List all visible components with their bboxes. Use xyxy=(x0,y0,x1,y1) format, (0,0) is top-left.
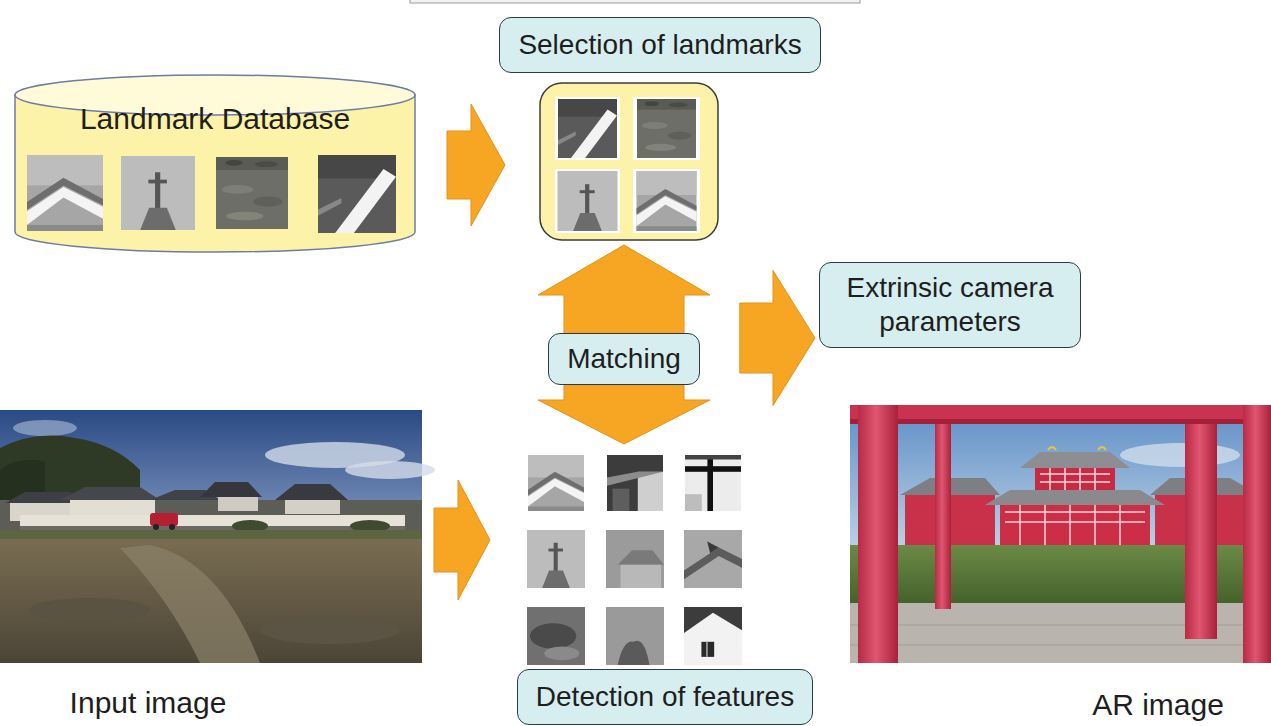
cut-off-slide-title-frame-part xyxy=(410,0,860,3)
feature-patch-grid-part xyxy=(684,530,742,588)
database-cylinder-shape-part xyxy=(15,95,415,252)
caption-holder: Selection of landmarks xyxy=(499,17,820,73)
node-label: Matching xyxy=(567,342,681,376)
ar-photo-scene-part xyxy=(1005,505,1145,547)
block-arrow xyxy=(740,271,815,406)
selected-landmark-panel-shape-part xyxy=(637,171,697,231)
ar-photo-scene-part xyxy=(850,405,1271,419)
input-photo: Input image xyxy=(0,410,422,663)
caption-holder: Detection of features xyxy=(517,669,813,725)
block-arrow xyxy=(538,245,710,333)
ar-photo-scene xyxy=(850,405,1271,663)
input-photo-scene-part xyxy=(20,515,405,527)
input-photo-scene-part xyxy=(169,524,175,530)
block-arrow xyxy=(538,385,710,444)
feature-patch-grid-part xyxy=(528,455,584,511)
input-photo-scene-part xyxy=(218,497,258,511)
selected-landmark-panel-shape-part xyxy=(633,97,700,160)
process-box: Matching xyxy=(548,333,700,385)
ar-photo-scene-part xyxy=(1185,424,1217,639)
ar-photo-scene-part xyxy=(1020,452,1130,468)
ar-photo: AR image xyxy=(850,405,1271,663)
ar-photo-scene-part xyxy=(850,419,1271,424)
input-photo-scene-part xyxy=(13,420,77,436)
caption-holder: Input image xyxy=(66,683,231,723)
selected-landmark-panel-shape-part xyxy=(637,99,696,158)
ar-photo-scene-part xyxy=(935,424,951,609)
feature-grid: Detection of features xyxy=(520,450,752,666)
database-cylinder-shape-part xyxy=(27,155,103,231)
selected-landmark-panel-shape-part xyxy=(540,83,718,240)
database-cylinder-shape xyxy=(15,75,415,252)
ar-photo-scene-part xyxy=(1035,468,1115,493)
ar-photo-scene-part xyxy=(1243,405,1271,663)
ar-photo-scene-part xyxy=(858,405,898,663)
ar-photo-scene-part xyxy=(1000,505,1150,547)
input-photo-scene-part xyxy=(285,500,340,514)
ar-photo-scene-part xyxy=(1120,443,1240,467)
feature-patch-grid-part xyxy=(527,530,585,588)
input-photo-scene-part xyxy=(0,530,422,663)
database-cylinder-shape-part xyxy=(216,157,288,229)
database-cylinder-shape-part xyxy=(121,156,195,230)
database-cylinder: Landmark Database xyxy=(15,75,415,250)
ar-photo-scene-part xyxy=(1040,468,1110,493)
selected-landmarks-panel: Selection of landmarks xyxy=(540,83,718,240)
selected-landmark-panel-shape-part xyxy=(555,97,620,160)
feature-patch-grid xyxy=(527,455,742,665)
input-photo-scene-part xyxy=(200,482,262,497)
input-photo-scene-part xyxy=(153,524,159,530)
selected-landmark-panel-shape xyxy=(540,83,718,240)
feature-patch-grid-part xyxy=(606,530,664,588)
input-photo-scene-part xyxy=(60,487,160,500)
selected-landmark-panel-shape-part xyxy=(558,99,617,158)
feature-patch-grid-part xyxy=(606,607,664,665)
selected-landmark-panel-shape-part xyxy=(633,169,700,233)
input-photo-scene-part xyxy=(20,526,405,530)
process-box: Extrinsic camera parameters xyxy=(819,262,1081,347)
feature-patch-grid-part xyxy=(684,607,742,665)
input-photo-scene-part xyxy=(30,598,150,622)
cut-off-slide-title-frame xyxy=(410,0,860,3)
step-label-box: Selection of landmarks xyxy=(499,17,820,73)
input-photo-scene-part xyxy=(0,530,422,539)
ar-photo-scene-part xyxy=(1048,447,1106,450)
ar-photo-scene-part xyxy=(985,490,1165,505)
block-arrow xyxy=(447,104,505,226)
input-photo-scene-part xyxy=(150,513,178,526)
selected-landmark-panel-shape-part xyxy=(555,169,620,233)
input-photo-scene-part xyxy=(345,461,435,479)
node-label: Landmark Database xyxy=(80,101,350,137)
input-photo-scene-part xyxy=(275,484,348,500)
image-caption: AR image xyxy=(1088,685,1228,725)
node-label: Extrinsic camera parameters xyxy=(838,271,1062,338)
step-label-box: Detection of features xyxy=(517,669,813,725)
block-arrow xyxy=(434,480,490,600)
image-caption: Input image xyxy=(66,683,231,723)
database-cylinder-shape-part xyxy=(318,155,396,233)
selected-landmark-panel-shape-part xyxy=(558,171,618,231)
input-photo-scene-part xyxy=(260,616,400,644)
feature-patch-grid-part xyxy=(685,455,741,511)
feature-patch-grid-part xyxy=(527,607,585,665)
caption-holder: AR image xyxy=(1088,685,1228,725)
feature-patch-grid-part xyxy=(607,455,663,511)
input-photo-scene xyxy=(0,410,435,663)
